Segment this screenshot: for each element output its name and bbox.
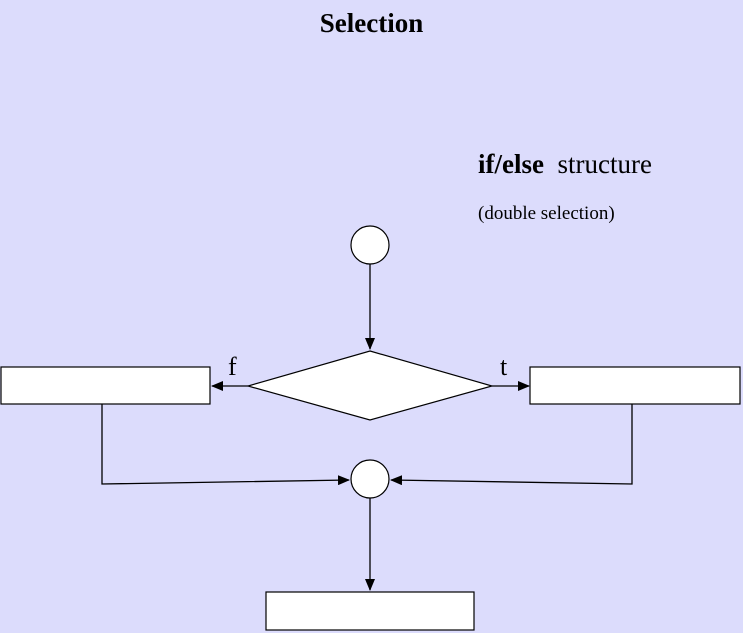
false-merge-line <box>101 404 350 486</box>
structure-keyword: if/else <box>478 149 544 179</box>
structure-subheading: (double selection) <box>478 203 615 224</box>
start-node <box>350 225 390 265</box>
structure-heading: if/else structure <box>478 149 652 180</box>
true-label: t <box>500 352 508 381</box>
true-action-box <box>529 366 741 405</box>
false-label: f <box>228 352 237 381</box>
structure-word: structure <box>557 149 652 179</box>
false-action-box <box>0 366 211 405</box>
decision-diamond <box>245 350 495 421</box>
page-title: Selection <box>319 8 424 38</box>
next-action-box <box>265 591 475 631</box>
merge-node <box>350 459 390 499</box>
true-merge-line <box>390 404 633 486</box>
